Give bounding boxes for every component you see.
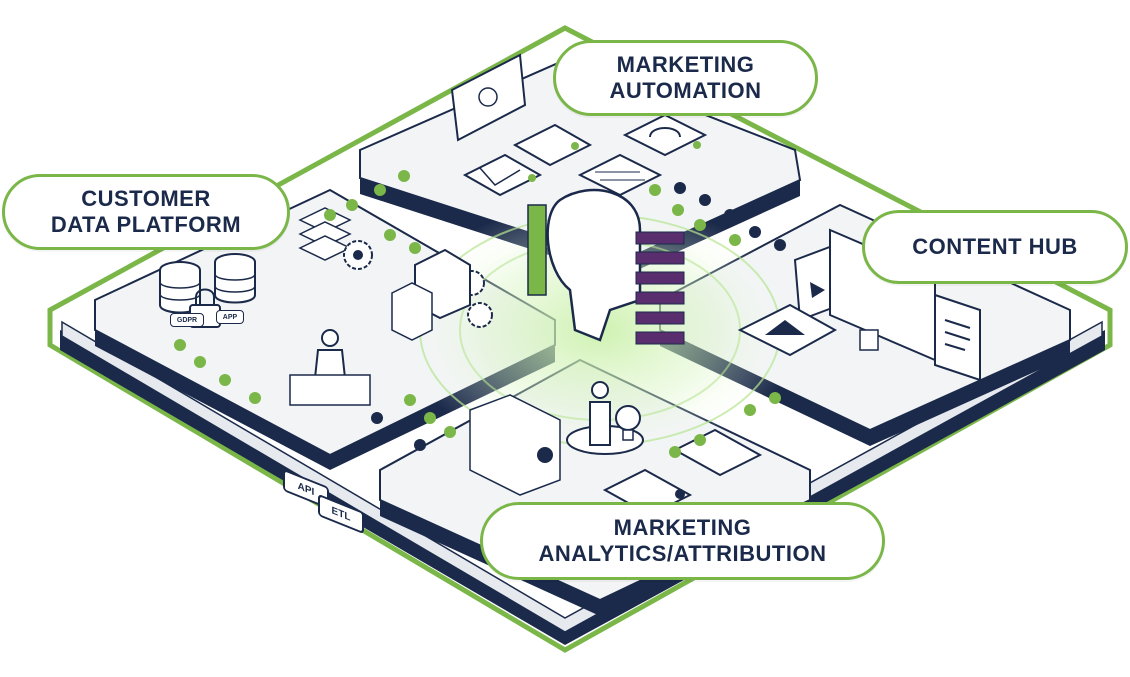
document-icon: [934, 293, 981, 382]
envelope-icon: [462, 153, 543, 197]
server-block-icon: [391, 248, 471, 341]
analyst-person-icon: [566, 381, 644, 455]
server-stack-icon: [298, 207, 352, 261]
report-icon: [469, 394, 561, 496]
label-marketing-analytics: MARKETING ANALYTICS/ATTRIBUTION: [480, 502, 885, 580]
calendar-icon: [577, 153, 663, 197]
label-line: AUTOMATION: [609, 78, 762, 103]
label-line: CONTENT HUB: [912, 234, 1078, 259]
device-icon: [512, 123, 593, 167]
person-icon: [289, 329, 371, 406]
image-icon: [737, 303, 838, 357]
label-line: CUSTOMER: [81, 186, 211, 211]
label-line: DATA PLATFORM: [50, 212, 242, 237]
gdpr-tag: GDPR: [170, 313, 204, 327]
label-customer-data-platform: CUSTOMER DATA PLATFORM: [2, 174, 290, 250]
database-icon: [159, 253, 256, 314]
headset-icon: [622, 113, 708, 157]
label-line: MARKETING: [613, 515, 752, 540]
label-line: ANALYTICS/ATTRIBUTION: [538, 541, 827, 566]
monitor-icon: [450, 53, 527, 142]
data-flow-markers: [174, 170, 786, 458]
label-marketing-automation: MARKETING AUTOMATION: [553, 40, 818, 116]
brain-head-icon: [527, 188, 685, 345]
lightbulb-icon: [615, 405, 641, 441]
gear-icon: [343, 240, 493, 328]
label-line: MARKETING: [616, 52, 755, 77]
label-content-hub: CONTENT HUB: [862, 210, 1128, 284]
app-tag: APP: [216, 310, 244, 324]
